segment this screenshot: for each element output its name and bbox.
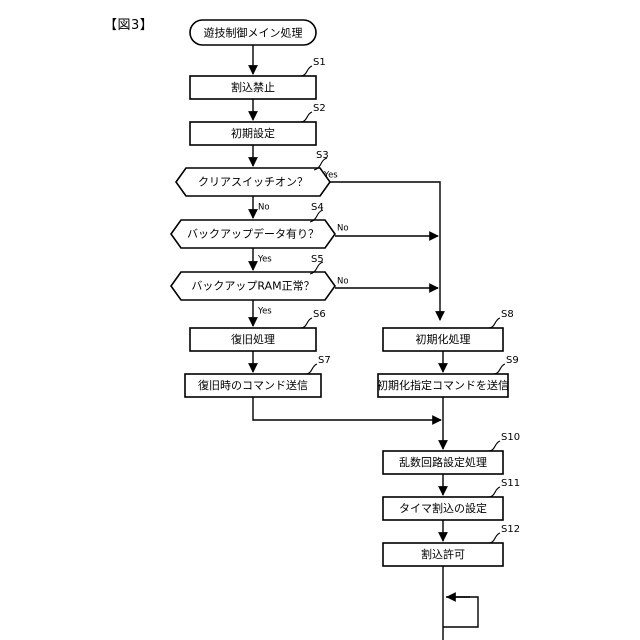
branch-label-s3-no: No <box>258 203 270 213</box>
step-label-s4: S4 <box>311 202 324 213</box>
step-label-s8: S8 <box>501 309 514 320</box>
node-s2: 初期設定 <box>189 121 317 146</box>
node-s8-label: 初期化処理 <box>416 332 471 346</box>
figure-number-label: 【図3】 <box>104 18 154 33</box>
leader-s3 <box>313 157 328 171</box>
node-s6: 復旧処理 <box>189 327 317 352</box>
node-s12: 割込許可 <box>382 542 504 567</box>
node-start-label: 遊技制御メイン処理 <box>204 26 303 40</box>
step-label-s7: S7 <box>318 355 331 366</box>
branch-label-s4-no: No <box>337 224 349 234</box>
node-s7-label: 復旧時のコマンド送信 <box>198 378 308 392</box>
leader-s4 <box>309 209 324 223</box>
node-s9: 初期化指定コマンドを送信 <box>377 373 509 398</box>
node-start: 遊技制御メイン処理 <box>189 19 317 46</box>
node-s1: 割込禁止 <box>189 75 317 100</box>
leader-s8 <box>487 317 501 329</box>
leader-s12 <box>487 532 501 544</box>
node-s2-label: 初期設定 <box>231 126 275 140</box>
connector-s3-yes-to-trunk <box>330 181 445 321</box>
node-s10: 乱数回路設定処理 <box>382 450 504 475</box>
step-label-s12: S12 <box>501 524 520 535</box>
connector-s7-to-trunk <box>252 397 442 425</box>
leader-s6 <box>299 317 313 329</box>
step-label-s1: S1 <box>313 57 326 68</box>
node-s4: バックアップデータ有り？ <box>170 219 336 249</box>
step-label-s9: S9 <box>506 355 519 366</box>
node-s1-label: 割込禁止 <box>231 80 275 94</box>
leader-s10 <box>487 440 501 452</box>
node-s5-label: バックアップRAM正常？ <box>191 280 314 293</box>
node-s11: タイマ割込の設定 <box>382 496 504 521</box>
node-s3: クリアスイッチオン？ <box>175 167 331 197</box>
branch-label-s5-no: No <box>337 277 349 287</box>
branch-label-s5-yes: Yes <box>257 307 272 317</box>
leader-s2 <box>299 111 313 123</box>
step-label-s10: S10 <box>501 432 520 443</box>
branch-label-s4-yes: Yes <box>257 255 272 265</box>
leader-s7 <box>304 363 318 375</box>
leader-s1 <box>299 65 313 77</box>
node-s3-label: クリアスイッチオン？ <box>198 176 308 189</box>
step-label-s6: S6 <box>313 309 326 320</box>
node-s10-label: 乱数回路設定処理 <box>399 455 487 469</box>
node-s11-label: タイマ割込の設定 <box>399 501 487 515</box>
node-s12-label: 割込許可 <box>421 547 465 561</box>
step-label-s3: S3 <box>316 150 329 161</box>
step-label-s11: S11 <box>501 478 520 489</box>
node-s4-label: バックアップデータ有り？ <box>187 227 319 241</box>
node-s5: バックアップRAM正常？ <box>170 271 336 301</box>
connector-loop-back <box>443 596 479 628</box>
step-label-s5: S5 <box>311 254 324 265</box>
leader-s11 <box>487 486 501 498</box>
node-s8: 初期化処理 <box>382 327 504 352</box>
branch-label-s3-yes: Yes <box>323 171 338 181</box>
step-label-s2: S2 <box>313 103 326 114</box>
leader-s5 <box>309 261 324 275</box>
leader-s9 <box>492 363 506 375</box>
node-s7: 復旧時のコマンド送信 <box>184 373 322 398</box>
node-s6-label: 復旧処理 <box>231 333 275 346</box>
node-s9-label: 初期化指定コマンドを送信 <box>377 378 509 392</box>
